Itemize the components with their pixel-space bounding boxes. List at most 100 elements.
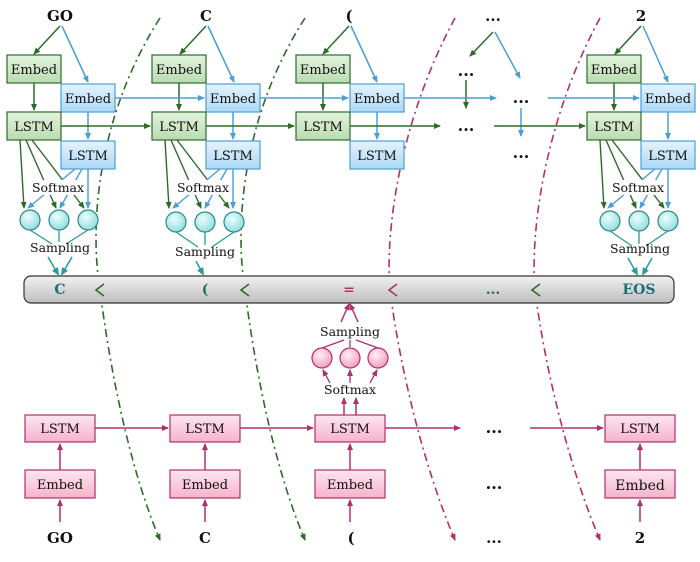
bottom-token-3: ( — [347, 529, 354, 547]
softmax-block-2: Softmax Sampling — [164, 139, 245, 276]
sampling-label-5: Sampling — [610, 241, 670, 256]
prob-circle — [628, 210, 650, 232]
green-lstm-1 — [6, 111, 62, 141]
sampling-label-2: Sampling — [175, 244, 235, 259]
top-recurrent-arrows — [61, 95, 640, 129]
top-column-4-ellipsis: ... ... ... ... — [458, 61, 530, 162]
prob-circle — [48, 209, 70, 231]
blue-lstm-3-label: LSTM — [357, 149, 397, 164]
top-token-5: 2 — [636, 7, 646, 25]
ellipsis-embed-blue: ... — [513, 88, 530, 107]
top-column-2: Embed Embed LSTM LSTM — [151, 54, 261, 170]
blue-lstm-2 — [205, 140, 261, 170]
pink-lstm-2-label: LSTM — [185, 422, 225, 437]
prob-circle — [165, 211, 187, 233]
top-column-5: Embed Embed LSTM LSTM — [586, 54, 696, 170]
bar-split-marks — [94, 283, 541, 297]
pink-lstm-5-label: LSTM — [620, 422, 660, 437]
pink-embed-2-label: Embed — [182, 478, 228, 493]
prob-circle — [339, 347, 361, 369]
blue-embed-1 — [60, 83, 116, 113]
bottom-token-1: GO — [47, 529, 73, 547]
blue-embed-3-label: Embed — [354, 92, 400, 107]
green-embed-5-label: Embed — [591, 63, 637, 78]
bottom-token-2: C — [199, 529, 211, 547]
top-column-1: Embed Embed LSTM LSTM — [6, 54, 116, 170]
pink-lstm-1-label: LSTM — [40, 422, 80, 437]
top-token-1: GO — [47, 7, 73, 25]
pink-lstm-ellipsis: ... — [486, 418, 503, 437]
decoder-arrows — [57, 425, 643, 522]
output-sequence-bar — [23, 275, 675, 304]
top-token-3: ( — [345, 7, 352, 25]
green-embed-1-label: Embed — [11, 63, 57, 78]
green-lstm-5 — [586, 111, 642, 141]
bottom-token-5: 2 — [635, 529, 645, 547]
bar-token-4: ... — [486, 282, 501, 298]
green-embed-2-label: Embed — [156, 63, 202, 78]
blue-lstm-3 — [349, 140, 405, 170]
decoder-embed-row: Embed Embed Embed ... Embed — [24, 469, 676, 499]
bar-token-1: C — [54, 282, 65, 298]
top-token-4: ... — [485, 7, 501, 25]
prob-circle — [367, 347, 389, 369]
softmax-label-5: Softmax — [612, 180, 664, 195]
blue-lstm-2-label: LSTM — [213, 149, 253, 164]
ellipsis-lstm-blue: ... — [513, 143, 530, 162]
blue-lstm-1 — [60, 140, 116, 170]
green-embed-3-label: Embed — [300, 63, 346, 78]
top-token-2: C — [200, 7, 212, 25]
decoder-softmax-label: Softmax — [324, 382, 376, 397]
prob-circle — [194, 211, 216, 233]
prob-circle — [19, 209, 41, 231]
sampling-label-1: Sampling — [30, 240, 90, 255]
bottom-token-4: ... — [486, 529, 502, 547]
pink-embed-1-label: Embed — [37, 478, 83, 493]
blue-embed-3 — [349, 83, 405, 113]
green-lstm-1-label: LSTM — [14, 120, 54, 135]
prob-circle — [223, 211, 245, 233]
pink-embed-3 — [314, 469, 386, 499]
blue-lstm-1-label: LSTM — [68, 149, 108, 164]
blue-embed-5-label: Embed — [645, 92, 691, 107]
green-lstm-5-label: LSTM — [594, 120, 634, 135]
green-lstm-3-label: LSTM — [303, 120, 343, 135]
blue-embed-2-label: Embed — [210, 92, 256, 107]
pink-lstm-3-label: LSTM — [330, 422, 370, 437]
prob-circle — [311, 347, 333, 369]
softmax-label-1: Softmax — [32, 180, 84, 195]
softmax-block-5: Softmax Sampling — [599, 139, 679, 276]
pink-embed-2 — [169, 469, 241, 499]
pink-embed-5-label: Embed — [615, 478, 665, 494]
bar-token-3: = — [343, 282, 355, 298]
prob-circle — [77, 209, 99, 231]
prob-circle — [657, 210, 679, 232]
decoder-softmax-block: Sampling Softmax — [311, 303, 389, 415]
green-lstm-2-label: LSTM — [159, 120, 199, 135]
decoder-lstm-row: LSTM LSTM LSTM ... LSTM — [24, 414, 676, 443]
top-column-3: Embed Embed LSTM LSTM — [295, 54, 405, 170]
blue-embed-1-label: Embed — [65, 92, 111, 107]
softmax-label-2: Softmax — [177, 180, 229, 195]
pink-embed-5 — [604, 469, 676, 499]
green-embed-2 — [151, 54, 207, 84]
token-to-embed-arrows — [33, 25, 669, 83]
decoder-sampling-label: Sampling — [320, 324, 380, 339]
blue-lstm-5-label: LSTM — [648, 149, 688, 164]
ellipsis-lstm-green: ... — [458, 116, 475, 135]
pink-lstm-5 — [604, 414, 676, 443]
pink-lstm-1 — [24, 414, 96, 443]
softmax-block-1: Softmax Sampling — [19, 139, 99, 276]
green-embed-3 — [295, 54, 351, 84]
blue-embed-5 — [640, 83, 696, 113]
pink-embed-1 — [24, 469, 96, 499]
green-lstm-3 — [295, 111, 351, 141]
pink-lstm-3 — [314, 414, 386, 443]
ellipsis-embed-green: ... — [458, 61, 475, 80]
prob-circle — [599, 210, 621, 232]
pink-embed-ellipsis: ... — [486, 474, 503, 493]
bar-token-2: ( — [202, 282, 209, 298]
pink-embed-3-label: Embed — [327, 478, 373, 493]
bar-token-5: EOS — [623, 282, 656, 298]
